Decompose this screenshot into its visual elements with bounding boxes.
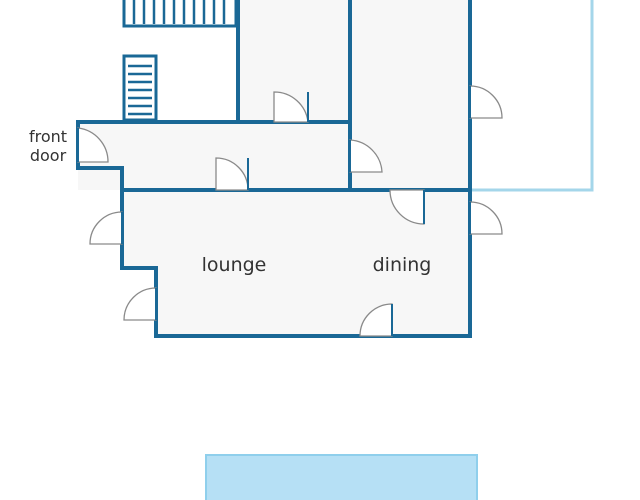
terrace-label: terrace <box>496 0 564 3</box>
kitchen-label: kitchen <box>377 0 447 3</box>
lounge-label: lounge <box>202 254 267 276</box>
kitchen-side-door[interactable] <box>349 139 383 173</box>
terrace <box>470 0 594 192</box>
door-swing-icon <box>89 211 123 245</box>
corridor-door[interactable] <box>273 91 309 123</box>
hall-floor <box>78 122 350 190</box>
door-swing-icon <box>123 287 157 321</box>
door-swing-icon <box>469 85 503 119</box>
dining-label: dining <box>373 254 432 276</box>
doors <box>77 85 503 337</box>
door-swing-icon <box>469 201 503 235</box>
lounge-left-lower-door[interactable] <box>123 287 157 321</box>
stair-treads-left <box>128 64 152 116</box>
pool-icon <box>205 454 478 500</box>
front-door[interactable] <box>77 127 109 163</box>
door-swing-icon <box>77 127 109 163</box>
lounge-dining-floor <box>122 190 470 336</box>
terrace-outline <box>470 0 594 192</box>
kitchen-terrace-door[interactable] <box>469 85 503 119</box>
staircase-icon <box>122 0 238 28</box>
staircase-top <box>122 0 238 28</box>
front-door-label-line2: door <box>30 146 67 165</box>
room-labels: kitchen terrace front door lounge dining <box>29 0 564 276</box>
lounge-left-upper-door[interactable] <box>89 211 123 245</box>
stair-treads-top <box>132 0 226 24</box>
staircase-left <box>122 54 158 122</box>
lounge-top-door[interactable] <box>215 157 249 191</box>
door-swing-icon <box>349 139 383 173</box>
kitchen-dining-door[interactable] <box>389 189 425 225</box>
door-swing-icon <box>273 91 309 123</box>
floor-areas <box>78 0 470 336</box>
terrace-door[interactable] <box>469 201 503 235</box>
dining-bottom-door[interactable] <box>359 303 393 337</box>
front-door-label-line1: front <box>29 127 67 146</box>
